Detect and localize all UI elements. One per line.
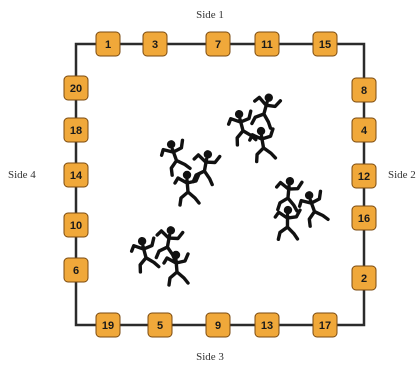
square-outline (74, 42, 366, 327)
box-number: 12 (358, 171, 370, 183)
box-side2-1: 8 (351, 77, 377, 103)
box-rect (351, 205, 377, 231)
dancing-person-icon (173, 170, 201, 207)
box-side2-3: 12 (351, 163, 377, 189)
side-3-label: Side 3 (196, 351, 224, 363)
box-side2-2: 4 (351, 117, 377, 143)
box-side4-4: 10 (63, 212, 89, 238)
box-rect (205, 312, 231, 338)
box-rect (351, 77, 377, 103)
box-number: 4 (361, 125, 368, 137)
dancing-person-icon (159, 138, 192, 177)
box-rect (95, 312, 121, 338)
dancing-person-icon (273, 205, 302, 242)
side-1-label: Side 1 (196, 9, 224, 21)
side-2-label: Side 2 (388, 169, 416, 181)
box-number: 7 (215, 39, 221, 51)
box-number: 13 (261, 320, 273, 332)
box-rect (254, 312, 280, 338)
box-rect (312, 312, 338, 338)
box-number: 6 (73, 265, 79, 277)
box-side3-2: 5 (147, 312, 173, 338)
box-number: 16 (358, 213, 370, 225)
box-rect (63, 75, 89, 101)
box-number: 9 (215, 320, 221, 332)
box-side4-5: 6 (63, 257, 89, 283)
box-side2-5: 2 (351, 265, 377, 291)
box-number: 14 (70, 170, 83, 182)
box-side1-5: 15 (312, 31, 338, 57)
box-number: 2 (361, 273, 367, 285)
box-number: 3 (152, 39, 158, 51)
box-rect (351, 163, 377, 189)
dancing-person-icon (297, 189, 330, 228)
box-rect (63, 212, 89, 238)
box-number: 1 (105, 39, 111, 51)
box-rect (63, 257, 89, 283)
box-side1-2: 3 (142, 31, 168, 57)
box-side2-4: 16 (351, 205, 377, 231)
dancer-group-center-left (159, 138, 222, 207)
box-rect (95, 31, 121, 57)
dancing-person-icon (154, 226, 185, 263)
box-side4-2: 18 (63, 117, 89, 143)
box-rect (63, 162, 89, 188)
box-side3-1: 19 (95, 312, 121, 338)
box-side1-1: 1 (95, 31, 121, 57)
dancing-person-icon (248, 126, 278, 164)
box-rect (312, 31, 338, 57)
box-number: 10 (70, 220, 82, 232)
box-number: 8 (361, 85, 367, 97)
side-4-label: Side 4 (8, 169, 36, 181)
dancer-group-right (273, 176, 330, 242)
box-side1-3: 7 (205, 31, 231, 57)
box-rect (205, 31, 231, 57)
box-number: 17 (319, 320, 331, 332)
box-rect (147, 312, 173, 338)
box-rect (142, 31, 168, 57)
dancing-person-icon (162, 250, 190, 287)
box-number: 20 (70, 83, 82, 95)
box-number: 11 (261, 39, 273, 51)
dancer-group-top-right (226, 93, 283, 164)
dancing-person-icon (191, 150, 222, 187)
dancing-person-icon (129, 236, 161, 274)
box-rect (351, 117, 377, 143)
dancing-person-icon (226, 109, 258, 147)
box-rect (351, 265, 377, 291)
dancing-person-icon (250, 93, 283, 130)
dancing-person-icon (275, 176, 304, 213)
dancer-groups (129, 93, 330, 287)
dancer-group-bottom-left (129, 226, 190, 287)
box-rect (63, 117, 89, 143)
box-number: 19 (102, 320, 114, 332)
box-side3-5: 17 (312, 312, 338, 338)
box-side3-3: 9 (205, 312, 231, 338)
box-rect (254, 31, 280, 57)
box-number: 18 (70, 125, 82, 137)
box-number: 5 (157, 320, 163, 332)
box-side4-1: 20 (63, 75, 89, 101)
box-side1-4: 11 (254, 31, 280, 57)
box-side3-4: 13 (254, 312, 280, 338)
box-side4-3: 14 (63, 162, 89, 188)
box-number: 15 (319, 39, 331, 51)
